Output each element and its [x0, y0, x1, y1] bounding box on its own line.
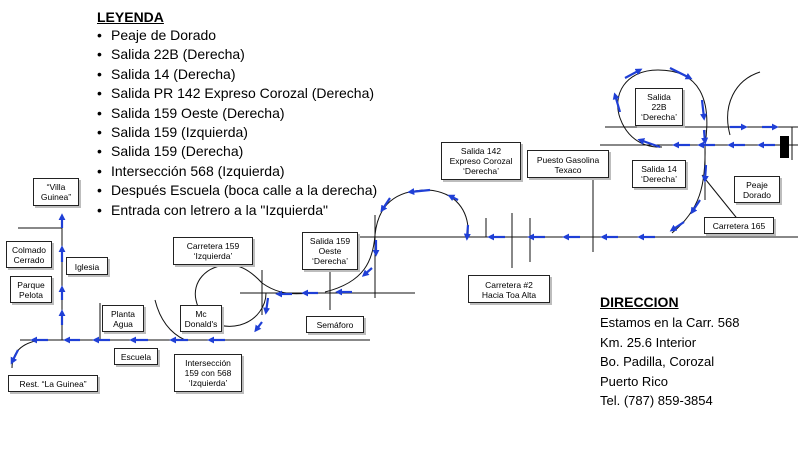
label-puesto-gasolina: Puesto Gasolina Texaco — [527, 150, 609, 178]
route-arrow — [263, 297, 271, 315]
label-villa-guinea: “Villa Guinea” — [33, 178, 79, 206]
label-planta-agua: Planta Agua — [102, 305, 144, 332]
legend-title: LEYENDA — [97, 9, 164, 25]
route-arrow — [624, 68, 643, 79]
label-escuela: Escuela — [114, 348, 158, 365]
route-arrow — [10, 349, 19, 365]
legend-list: Peaje de Dorado Salida 22B (Derecha) Sal… — [97, 26, 377, 220]
legend-item: Salida 159 Oeste (Derecha) — [97, 104, 377, 123]
mcd-curve — [154, 299, 186, 341]
legend-item: Salida 14 (Derecha) — [97, 65, 377, 84]
route-arrow — [254, 321, 263, 333]
legend-item: Intersección 568 (Izquierda) — [97, 162, 377, 181]
address-line: Puerto Rico — [600, 373, 668, 389]
legend-item: Después Escuela (boca calle a la derecha… — [97, 181, 377, 200]
label-salida-22b: Salida 22B ‘Derecha’ — [635, 88, 683, 126]
legend-item: Salida 159 (Derecha) — [97, 142, 377, 161]
legend: LEYENDA Peaje de Dorado Salida 22B (Dere… — [97, 9, 377, 220]
label-rest-la-guinea: Rest. “La Guinea” — [8, 375, 98, 392]
legend-item: Peaje de Dorado — [97, 26, 377, 45]
label-colmado-cerrado: Colmado Cerrado — [6, 241, 52, 268]
label-carretera-2: Carretera #2 Hacia Toa Alta — [468, 275, 550, 303]
phone-number: Tel. (787) 859-3854 — [600, 393, 713, 408]
route-arrow — [447, 194, 459, 202]
peaje-curve — [727, 71, 761, 136]
address-line: Estamos en la Carr. 568 — [600, 315, 740, 330]
route-arrow — [361, 267, 373, 277]
label-parque-pelota: Parque Pelota — [10, 276, 52, 303]
route-arrow — [669, 67, 693, 80]
legend-item: Entrada con letrero a la "Izquierda" — [97, 201, 377, 220]
label-carretera-159-izquierda: Carretera 159 ‘Izquierda’ — [173, 237, 253, 265]
route-arrow — [637, 138, 661, 149]
route-arrow — [407, 188, 431, 196]
label-mc-donalds: Mc Donald's — [180, 305, 222, 332]
legend-item: Salida 22B (Derecha) — [97, 45, 377, 64]
route-arrow — [701, 164, 709, 183]
exit-22b-loop — [617, 69, 708, 148]
route-arrow — [690, 199, 701, 215]
route-arrow — [463, 224, 471, 241]
legend-item: Salida PR 142 Expreso Corozal (Derecha) — [97, 84, 377, 103]
address-title: DIRECCION — [600, 294, 679, 310]
route-arrow — [669, 221, 685, 232]
label-interseccion-159-568: Intersección 159 con 568 ‘Izquierda’ — [174, 354, 242, 392]
address-line: Bo. Padilla, Corozal — [600, 354, 715, 369]
route-arrows — [10, 67, 779, 365]
label-carretera-165: Carretera 165 — [704, 217, 774, 234]
address-line: Km. 25.6 Interior — [600, 334, 697, 350]
route-arrow — [701, 129, 709, 145]
route-arrow — [700, 99, 708, 121]
address-block: DIRECCION Estamos en la Carr. 568 Km. 25… — [600, 293, 739, 411]
label-peaje-dorado: Peaje Dorado — [734, 176, 780, 203]
label-salida-142: Salida 142 Expreso Corozal ‘Derecha’ — [441, 142, 521, 180]
route-arrow — [612, 92, 622, 113]
label-salida-14: Salida 14 ‘Derecha’ — [632, 160, 686, 188]
exit-14-ramp — [671, 144, 706, 234]
loop-159 — [194, 264, 309, 327]
toll-booth-marker — [780, 136, 789, 158]
label-iglesia: Iglesia — [66, 257, 108, 275]
label-semaforo: Semáforo — [306, 316, 364, 333]
legend-item: Salida 159 (Izquierda) — [97, 123, 377, 142]
label-salida-159-oeste: Salida 159 Oeste ‘Derecha’ — [302, 232, 358, 270]
route-arrow — [380, 197, 391, 213]
